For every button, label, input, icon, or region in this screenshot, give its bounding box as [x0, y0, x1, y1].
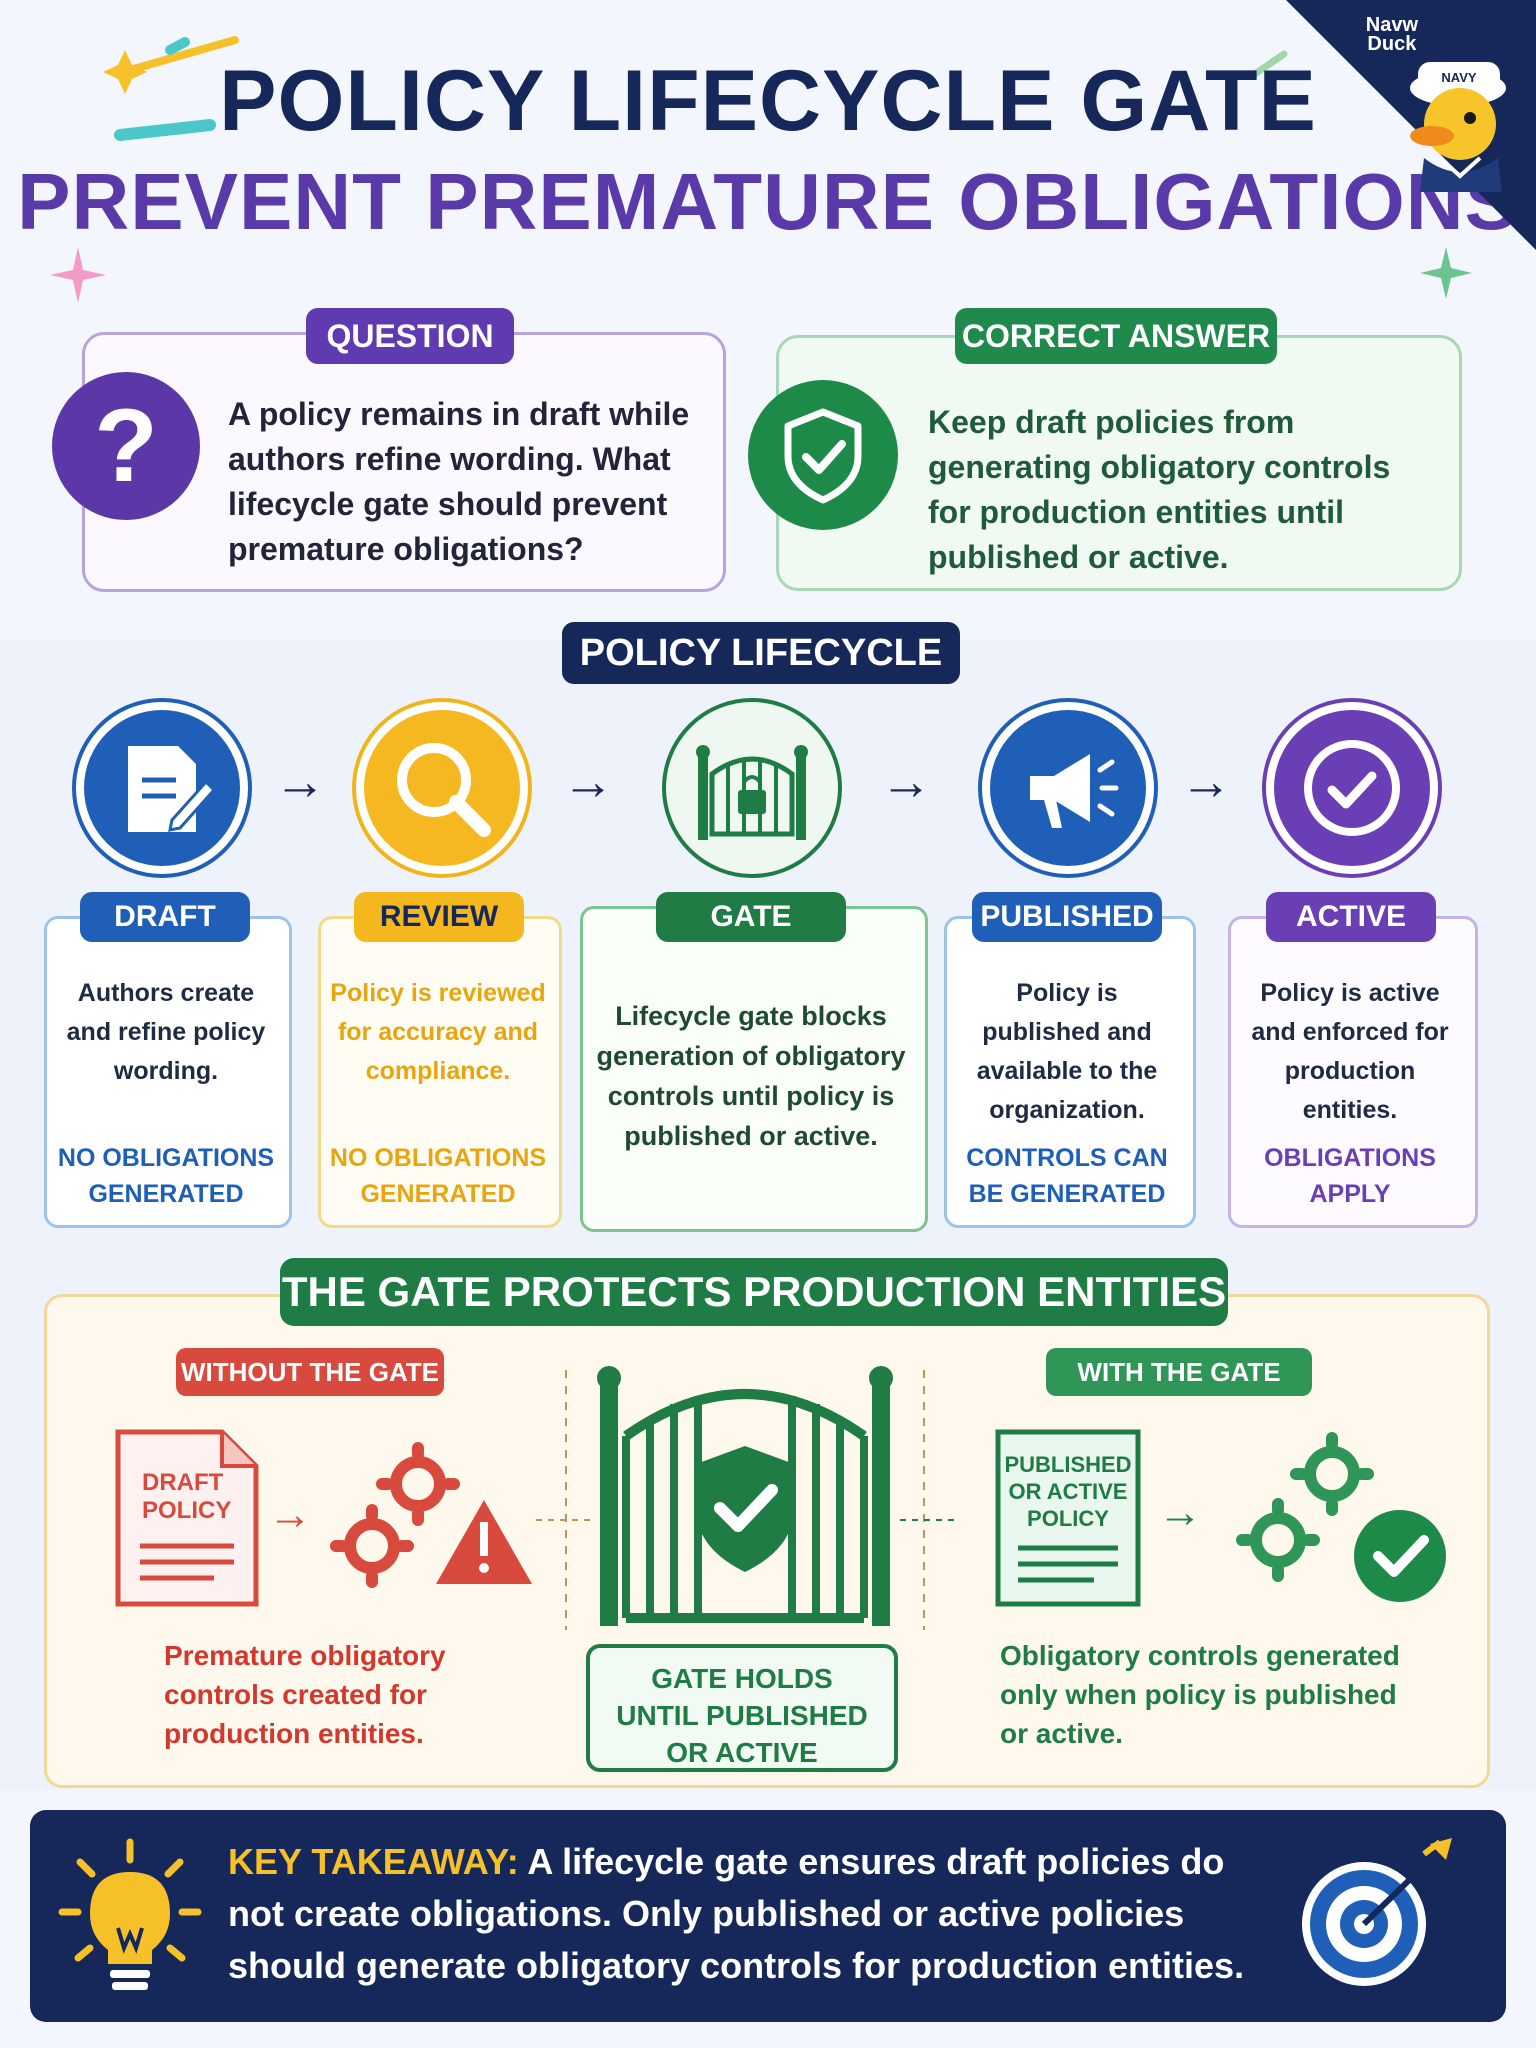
published-doc-label-line1: PUBLISHED: [1004, 1452, 1131, 1477]
active-stage-description: Policy is active and enforced for produc…: [1251, 979, 1449, 1124]
published-doc-label-line2: OR ACTIVE: [1009, 1479, 1128, 1504]
navy-duck-mascot-icon: NAVY: [1410, 62, 1506, 192]
published-stage-footer: CONTROLS CAN BE GENERATED: [966, 1144, 1168, 1208]
published-stage-circle: [978, 698, 1158, 878]
sparkle-green-icon: [1420, 247, 1472, 299]
magnifier-icon: [364, 710, 520, 866]
active-stage-label: ACTIVE: [1266, 892, 1436, 942]
key-takeaway-box: [30, 1810, 1506, 2022]
gate-stage-description: Lifecycle gate blocks generation of obli…: [596, 1001, 906, 1151]
answer-label: CORRECT ANSWER: [955, 308, 1277, 364]
target-arrow-icon: [1302, 1838, 1452, 1986]
draft-stage-label: DRAFT: [80, 892, 250, 942]
published-doc-label-line3: POLICY: [1027, 1506, 1109, 1531]
key-takeaway-body: A lifecycle gate ensures draft policies …: [228, 1841, 1245, 1986]
logo-hat-text: NAVY: [1441, 70, 1476, 85]
gate-holds-line3: OR ACTIVE: [666, 1737, 818, 1768]
red-gears-warning-icon: [330, 1442, 532, 1588]
without-gate-description: Premature obligatory controls created fo…: [164, 1640, 446, 1749]
arrow-right-icon: →: [562, 753, 614, 811]
page-title: POLICY LIFECYCLE GATE: [219, 53, 1317, 149]
active-stage-circle: [1262, 698, 1442, 878]
green-gears-check-icon: [1236, 1432, 1446, 1602]
draft-stage-card: [44, 916, 292, 1228]
draft-stage-description: Authors create and refine policy wording…: [66, 979, 266, 1085]
draft-doc-label-line1: DRAFT: [142, 1469, 224, 1496]
answer-text: Keep draft policies from generating obli…: [928, 404, 1391, 575]
question-text: A policy remains in draft while authors …: [228, 396, 690, 567]
locked-gate-icon: [696, 745, 808, 840]
gate-holds-line1: GATE HOLDS: [651, 1663, 833, 1694]
key-takeaway-text: KEY TAKEAWAY: A lifecycle gate ensures d…: [228, 1836, 1278, 1992]
with-gate-label: WITH THE GATE: [1046, 1348, 1312, 1396]
published-policy-document-icon: PUBLISHED OR ACTIVE POLICY: [995, 1429, 1141, 1607]
key-takeaway-label: KEY TAKEAWAY:: [228, 1841, 519, 1882]
lifecycle-title: POLICY LIFECYCLE: [562, 622, 960, 684]
arrow-right-icon: →: [274, 753, 326, 811]
green-arrow-icon: →: [1158, 1488, 1202, 1537]
draft-policy-document-icon: DRAFT POLICY: [115, 1429, 259, 1607]
logo-text-line2: Duck: [1367, 33, 1417, 55]
with-gate-description: Obligatory controls generated only when …: [1000, 1640, 1400, 1749]
arrow-right-icon: →: [1180, 753, 1232, 811]
draft-stage-footer: NO OBLIGATIONS GENERATED: [57, 1144, 275, 1208]
gate-holds-line2: UNTIL PUBLISHED: [616, 1700, 868, 1731]
document-edit-icon: [84, 710, 240, 866]
published-stage-label: PUBLISHED: [972, 892, 1162, 942]
draft-stage-circle: [72, 698, 252, 878]
protection-title: THE GATE PROTECTS PRODUCTION ENTITIES: [280, 1258, 1228, 1326]
check-circle-icon: [1274, 710, 1430, 866]
page-subtitle: PREVENT PREMATURE OBLIGATIONS: [17, 157, 1519, 246]
logo-text: Navw Duck: [1365, 14, 1418, 55]
logo-text-line1: Navw: [1365, 14, 1418, 36]
question-mark-icon: ?: [52, 372, 200, 520]
draft-doc-label-line2: POLICY: [142, 1497, 231, 1524]
gate-holds-box: GATE HOLDS UNTIL PUBLISHED OR ACTIVE: [586, 1644, 898, 1772]
sparkle-decoration-icon: [103, 36, 239, 141]
gate-stage-label: GATE: [656, 892, 846, 942]
lightbulb-icon: [58, 1838, 202, 1990]
big-gate-shield-icon: [597, 1366, 893, 1626]
gate-stage-circle: [662, 698, 842, 878]
sparkle-small-icon: [1248, 50, 1288, 80]
arrow-right-icon: →: [880, 753, 932, 811]
review-stage-label: REVIEW: [354, 892, 524, 942]
gate-stage-card: [580, 906, 928, 1232]
review-stage-footer: NO OBLIGATIONS GENERATED: [329, 1144, 547, 1208]
sparkle-pink-icon: [50, 247, 106, 303]
published-stage-description: Policy is published and available to the…: [976, 979, 1158, 1124]
shield-check-icon: [748, 380, 898, 530]
red-arrow-icon: →: [268, 1490, 312, 1539]
megaphone-icon: [990, 710, 1146, 866]
dashed-divider: [536, 1370, 960, 1630]
review-stage-description: Policy is reviewed for accuracy and comp…: [330, 979, 546, 1085]
review-stage-circle: [352, 698, 532, 878]
active-stage-card: [1228, 916, 1478, 1228]
question-label: QUESTION: [306, 308, 514, 364]
without-gate-label: WITHOUT THE GATE: [176, 1348, 444, 1396]
active-stage-footer: OBLIGATIONS APPLY: [1264, 1144, 1436, 1208]
